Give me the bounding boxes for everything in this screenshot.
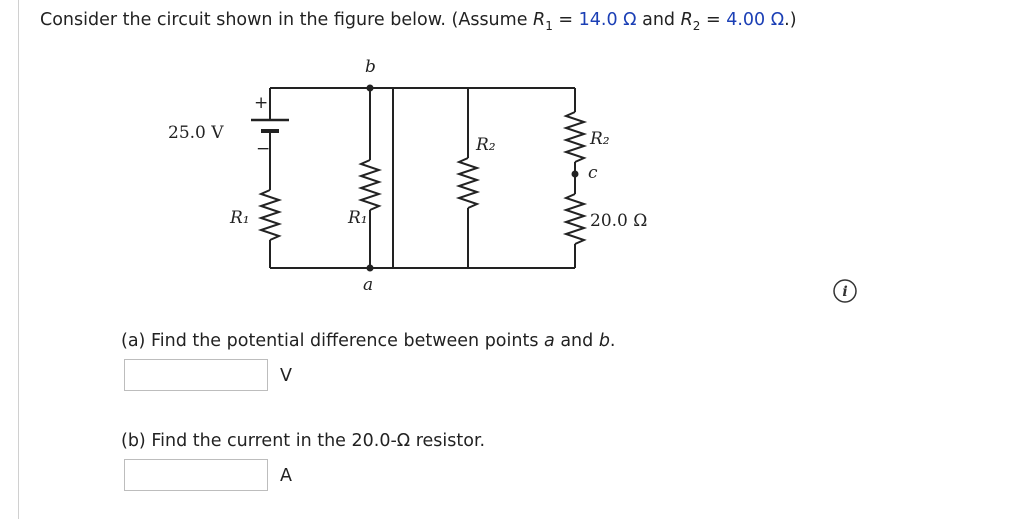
part-a-var-a: a [544,331,555,351]
question-suffix: .) [784,10,797,30]
battery-plus: + [254,93,268,113]
left-border [18,0,19,519]
r2-mid-label: R₂ [475,135,496,155]
r2-symbol: R [680,10,693,30]
r1-mid-label: R₁ [347,208,368,228]
node-c-label: c [588,163,598,183]
battery-minus: − [256,139,270,159]
r2-value: 4.00 Ω [726,10,785,30]
r1-symbol: R [533,10,546,30]
r2-right-label: R₂ [589,129,610,149]
equals-2: = [700,10,727,30]
node-a-label: a [363,275,373,295]
r1-left-label: R₁ [229,208,250,228]
part-b-question: (b) Find the current in the 20.0-Ω resis… [121,431,486,451]
part-a-label: (a) Find the potential difference betwee… [121,331,545,351]
circuit-diagram: + − 25.0 V b a c R₁ R₁ R₂ R₂ 20.0 Ω [168,57,647,295]
info-icon-circle [833,279,857,303]
part-a-end: . [609,331,616,351]
resistor-20-ohm [562,193,588,245]
resistor-r1-left [257,189,283,241]
info-icon[interactable]: i [832,278,858,304]
node-b-label: b [365,57,376,77]
resistor-r2-right [562,111,588,163]
and-text: and [636,10,681,30]
resistor-r2-mid [455,157,481,209]
resistor-r1-mid [357,159,383,211]
equals-1: = [552,10,579,30]
node-a-dot [366,264,374,272]
part-a-answer-input[interactable] [124,359,268,391]
part-b-unit: A [280,466,292,486]
r2-subscript: 2 [692,19,701,33]
part-b-answer-input[interactable] [124,459,268,491]
node-c-dot [571,170,579,178]
r20-label: 20.0 Ω [590,211,647,231]
info-icon-glyph: i [842,284,847,300]
question-text: Consider the circuit shown in the figure… [40,10,797,33]
part-a-var-b: b [598,331,610,351]
r1-subscript: 1 [545,19,553,33]
r1-value: 14.0 Ω [578,10,637,30]
battery-label: 25.0 V [168,123,224,143]
node-b-dot [366,84,374,92]
part-a-question: (a) Find the potential difference betwee… [121,331,616,351]
part-a-unit: V [280,366,292,386]
question-prefix: Consider the circuit shown in the figure… [40,10,534,30]
part-a-and: and [554,331,599,351]
